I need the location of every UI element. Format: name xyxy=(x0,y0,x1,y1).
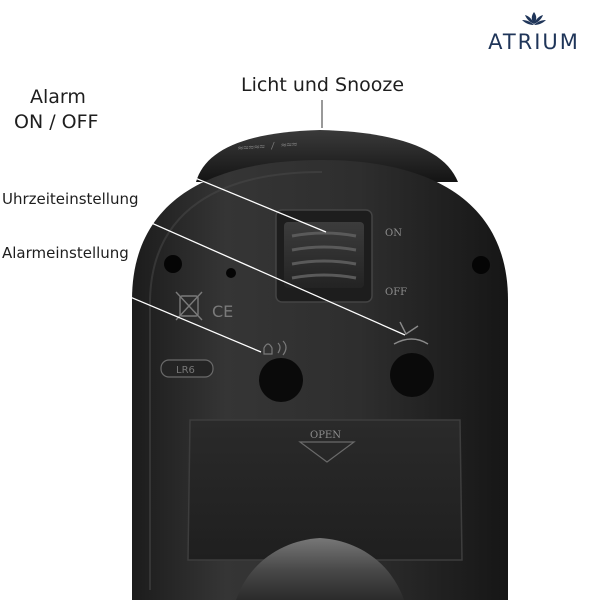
clock-hands-icon xyxy=(393,321,429,345)
weee-icon xyxy=(175,291,203,321)
label-alarm-setting: Alarmeinstellung xyxy=(2,244,129,262)
callout-lines xyxy=(84,139,406,353)
switch-off-label: OFF xyxy=(385,287,408,298)
brand-name: ATRIUM xyxy=(488,30,580,54)
bell-icon xyxy=(263,340,287,356)
speaker-hole xyxy=(226,268,236,278)
alarm-on-off-switch[interactable] xyxy=(284,222,364,288)
ce-mark: CE xyxy=(212,302,233,321)
battery-size-badge xyxy=(160,359,214,378)
label-light-snooze: Licht und Snooze xyxy=(241,74,405,96)
time-setting-knob[interactable] xyxy=(390,353,434,397)
stand-foot xyxy=(236,538,404,600)
switch-ridges xyxy=(291,231,357,280)
open-arrow-icon xyxy=(298,441,356,463)
battery-cover[interactable] xyxy=(187,419,463,561)
alarm-setting-knob[interactable] xyxy=(259,358,303,402)
mount-hole-left xyxy=(164,255,182,273)
label-time-setting: Uhrzeiteinstellung xyxy=(2,190,139,208)
brand-logo: ATRIUM xyxy=(468,10,600,54)
battery-size-text: LR6 xyxy=(176,365,195,376)
mount-hole-right xyxy=(472,256,490,274)
snooze-bar-marking: ≈≈≈≈≈ / ≈≈≈ xyxy=(238,140,299,154)
label-alarm-on-off: ON / OFF xyxy=(14,111,99,133)
label-alarm: Alarm xyxy=(30,86,86,108)
battery-cover-label: OPEN xyxy=(310,430,341,441)
lotus-icon xyxy=(522,12,546,25)
switch-on-label: ON xyxy=(385,228,402,239)
